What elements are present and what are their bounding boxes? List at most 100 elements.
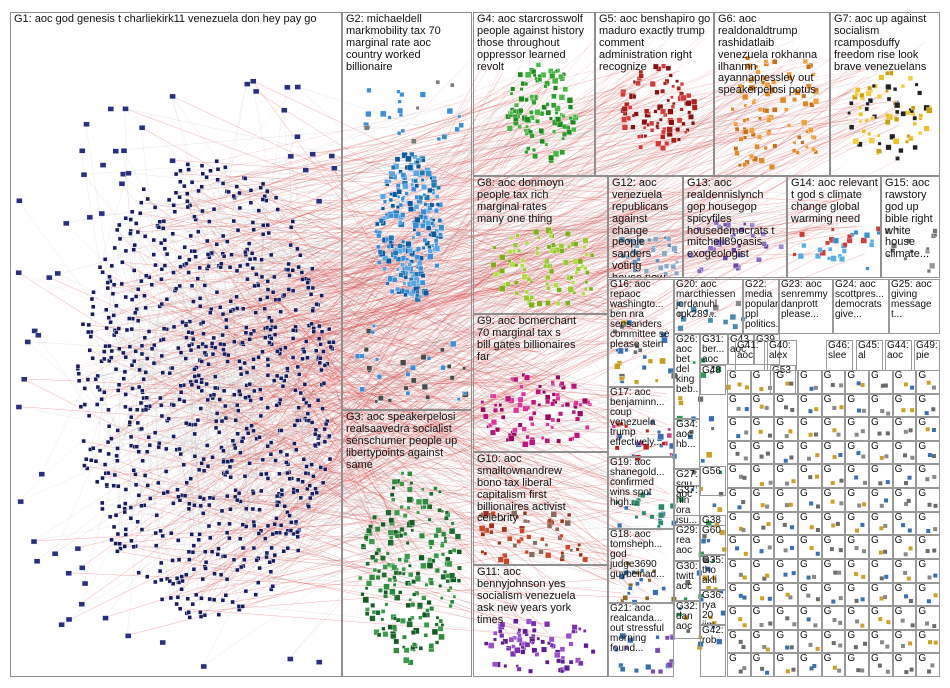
tiny-group-cell: G	[845, 464, 869, 489]
edge	[223, 313, 651, 346]
edge	[126, 303, 162, 331]
tiny-group-cell: G	[798, 535, 822, 559]
edge	[318, 259, 513, 358]
edge	[176, 288, 312, 295]
edge	[215, 347, 661, 522]
edge	[271, 530, 288, 590]
node	[765, 670, 770, 675]
edge	[179, 285, 317, 447]
edge	[111, 438, 638, 472]
node	[738, 526, 743, 531]
node	[808, 409, 813, 414]
tiny-group-cell: G	[845, 488, 869, 512]
edge	[230, 348, 628, 510]
edge	[187, 200, 642, 474]
edge	[306, 72, 504, 404]
edge	[317, 119, 855, 401]
node	[133, 294, 139, 299]
edge	[179, 500, 242, 568]
edge	[194, 121, 878, 435]
edge	[287, 472, 628, 478]
edge	[214, 86, 287, 574]
edge	[105, 386, 140, 474]
edge	[239, 318, 618, 392]
node	[220, 598, 226, 603]
edge	[317, 66, 666, 360]
edge	[139, 369, 418, 516]
edge	[201, 186, 316, 446]
edge	[283, 265, 416, 297]
edge	[205, 358, 303, 569]
edge	[209, 515, 387, 600]
edge	[176, 288, 268, 290]
node	[99, 359, 104, 364]
edge	[277, 223, 710, 506]
node	[878, 617, 883, 622]
edge	[223, 96, 516, 461]
group-label-g10: G10: aoc smalltownandrew bono tax libera…	[477, 453, 566, 525]
edge	[234, 243, 760, 342]
tiny-group-label: G	[729, 511, 737, 523]
edge	[274, 275, 290, 335]
tiny-group-label: G	[918, 440, 927, 452]
node	[223, 403, 228, 409]
group-panel-g25: G25: aoc giving message t...	[889, 279, 940, 334]
edge	[289, 155, 332, 348]
edge	[248, 196, 633, 397]
edge	[253, 367, 320, 437]
edge	[271, 344, 628, 443]
edge	[184, 264, 395, 575]
edge	[314, 81, 768, 446]
edge	[77, 368, 545, 495]
node	[933, 640, 938, 645]
edge	[225, 417, 670, 502]
edge	[269, 317, 644, 584]
edge	[190, 121, 889, 351]
node	[85, 377, 91, 382]
tiny-group-cell: G	[774, 535, 798, 559]
node	[809, 666, 814, 671]
node	[177, 397, 182, 402]
edge	[317, 82, 746, 306]
edge	[102, 502, 551, 614]
edge	[169, 372, 618, 403]
group-panel-g22: G22: media popular ppl politics...	[743, 279, 779, 334]
edge	[115, 124, 900, 516]
edge	[199, 66, 540, 269]
node	[279, 488, 284, 493]
edge	[246, 328, 266, 373]
node	[104, 307, 109, 312]
edge	[119, 178, 246, 240]
edge	[162, 206, 716, 537]
edge	[141, 77, 673, 403]
edge	[202, 173, 650, 344]
tiny-group-cell: G	[727, 535, 751, 559]
edge	[167, 384, 250, 493]
node	[272, 332, 278, 337]
node	[251, 357, 256, 362]
node	[112, 472, 118, 478]
edge	[121, 229, 864, 285]
edge	[301, 272, 561, 474]
node	[762, 576, 767, 581]
edge	[168, 199, 228, 242]
edge	[236, 266, 513, 298]
edge	[136, 210, 857, 310]
edge	[198, 190, 516, 502]
edge	[233, 220, 532, 365]
edge	[307, 357, 533, 517]
edge	[99, 172, 128, 268]
edge	[160, 67, 866, 341]
node	[791, 479, 796, 484]
node	[783, 572, 788, 577]
node	[855, 619, 860, 624]
node	[225, 239, 230, 244]
node	[860, 522, 865, 527]
group-label-g60: G60	[702, 525, 721, 536]
edge	[224, 198, 857, 557]
edge	[293, 485, 310, 534]
node	[789, 381, 794, 386]
edge	[180, 608, 570, 639]
tiny-group-label: G	[871, 393, 879, 405]
edge	[317, 341, 639, 360]
